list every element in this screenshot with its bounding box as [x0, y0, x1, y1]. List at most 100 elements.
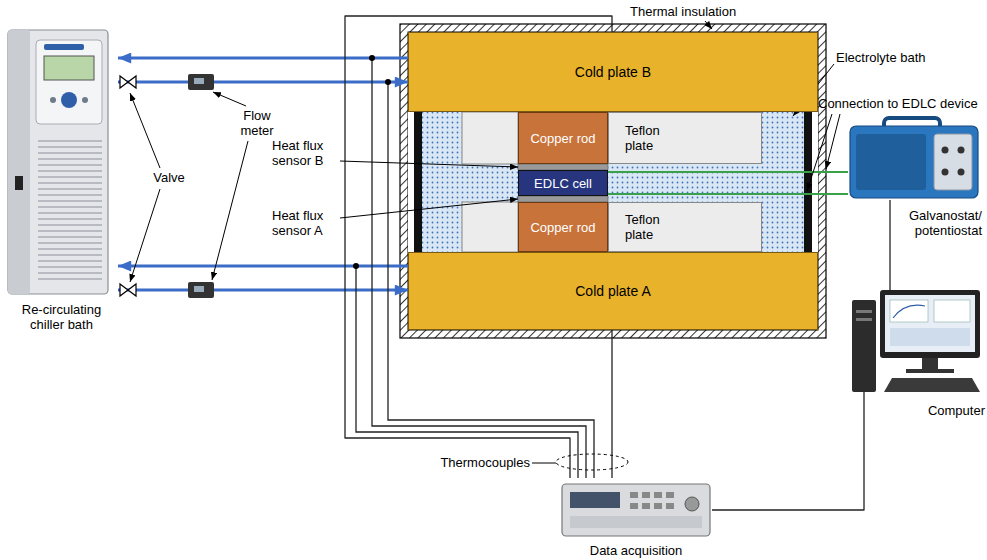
flow-meter-window	[194, 78, 204, 84]
node-label: Teflon plate	[625, 123, 675, 153]
daq-button	[666, 492, 674, 498]
teflon-plate: Teflon plate	[608, 202, 762, 252]
edlc-cell: EDLC cell	[518, 170, 608, 196]
part-label: Electrolyte bath	[836, 50, 946, 65]
part-label: Thermal insulation	[630, 4, 760, 19]
chiller-button	[82, 97, 88, 103]
leader-line	[532, 463, 556, 464]
device-socket	[958, 169, 965, 176]
copper-rod: Copper rod	[518, 202, 608, 252]
chiller-vent	[38, 136, 102, 282]
chiller-panel	[36, 40, 102, 124]
device-body	[850, 126, 978, 198]
signal-wire	[712, 418, 864, 510]
node-label: EDLC cell	[534, 176, 592, 191]
computer-drive	[856, 310, 872, 313]
electrode-lead	[608, 193, 848, 195]
cold-plate: Cold plate B	[408, 32, 818, 112]
thermocouple-wire	[356, 32, 890, 478]
leader-line	[213, 92, 246, 106]
chiller-illustration	[8, 30, 108, 294]
chiller-switch	[15, 176, 23, 190]
signal-wire	[889, 238, 890, 286]
daq-button	[654, 503, 662, 509]
valve-symbol	[120, 76, 136, 88]
leader-line	[826, 114, 840, 169]
screen-window	[934, 300, 970, 322]
teflon-plate: Teflon plate	[608, 112, 762, 164]
computer-drive	[856, 318, 872, 321]
flow-meter-symbol	[188, 74, 214, 298]
daq-button	[630, 503, 638, 509]
node-label: Cold plate B	[575, 65, 651, 80]
chiller-body	[8, 30, 108, 294]
coolant-pipe	[118, 81, 408, 84]
flow-meter-window	[194, 286, 204, 292]
valve-symbol	[120, 76, 136, 296]
chiller-display	[44, 56, 94, 80]
node-label: Data acquisition	[590, 543, 683, 558]
computer-device: Computer	[850, 286, 985, 418]
insulation-inner	[408, 32, 818, 330]
daq-button	[642, 492, 650, 498]
part-label: Heat flux sensor B	[272, 138, 338, 168]
chiller-side	[8, 30, 30, 294]
signal-cable	[889, 286, 890, 290]
leader-line	[130, 189, 160, 282]
leader-line	[130, 21, 840, 282]
data-acquisition-illustration	[562, 484, 710, 536]
junction-dot	[353, 263, 359, 269]
screen-window	[890, 300, 928, 322]
node-label: Copper rod	[530, 131, 595, 146]
thermal-insulation-housing	[400, 24, 826, 338]
monitor-stand	[922, 358, 938, 370]
bath-wall	[414, 112, 422, 252]
computer-illustration	[852, 290, 980, 392]
leader-line	[807, 114, 832, 191]
part-label: Connection to EDLC device	[818, 96, 984, 111]
screen-curve	[893, 305, 925, 318]
junction-dot	[385, 79, 391, 85]
valve-symbol	[120, 284, 136, 296]
chiller-logo	[44, 44, 84, 50]
daq-button	[666, 503, 674, 509]
device-socket	[942, 147, 949, 154]
leader-line	[340, 199, 518, 218]
wire-bundle-ellipse	[556, 454, 628, 470]
device-panel	[934, 134, 972, 190]
chiller-device: Re-circulating chiller bath	[5, 30, 118, 332]
device-socket	[958, 147, 965, 154]
daq-display	[570, 492, 620, 508]
computer-screen	[885, 295, 975, 352]
middle-ground	[408, 112, 818, 252]
leader-line	[705, 21, 712, 29]
daq-body	[562, 484, 710, 536]
copper-rod: Copper rod	[518, 112, 608, 164]
node-label: Teflon plate	[625, 212, 675, 242]
electrolyte-bath	[422, 112, 804, 252]
chiller-button	[50, 97, 56, 103]
flow-meter-symbol	[188, 74, 214, 90]
coolant-pipe	[118, 265, 408, 268]
part-label: Thermocouples	[436, 455, 530, 470]
node-label: Copper rod	[530, 220, 595, 235]
device-socket	[942, 169, 949, 176]
coolant-pipe	[118, 289, 408, 292]
screen-window	[890, 328, 970, 346]
computer-tower	[852, 300, 876, 392]
daq-strip	[570, 516, 702, 528]
middle-assembly	[408, 112, 818, 252]
computer-keyboard	[884, 378, 980, 392]
leader-line	[130, 93, 160, 168]
daq-knob	[685, 497, 699, 511]
node-label: Galvanostat/ potentiostat	[900, 208, 982, 238]
coolant-pipe	[118, 57, 408, 60]
spacer-block	[462, 202, 518, 252]
node-label: Re-circulating chiller bath	[9, 302, 114, 332]
part-label: Flow meter	[232, 108, 282, 138]
device-face	[856, 134, 926, 190]
node-label: Cold plate A	[575, 284, 651, 299]
electrode-lead	[608, 171, 848, 173]
galvanostat-illustration	[850, 118, 978, 198]
chiller-knob	[61, 92, 77, 108]
